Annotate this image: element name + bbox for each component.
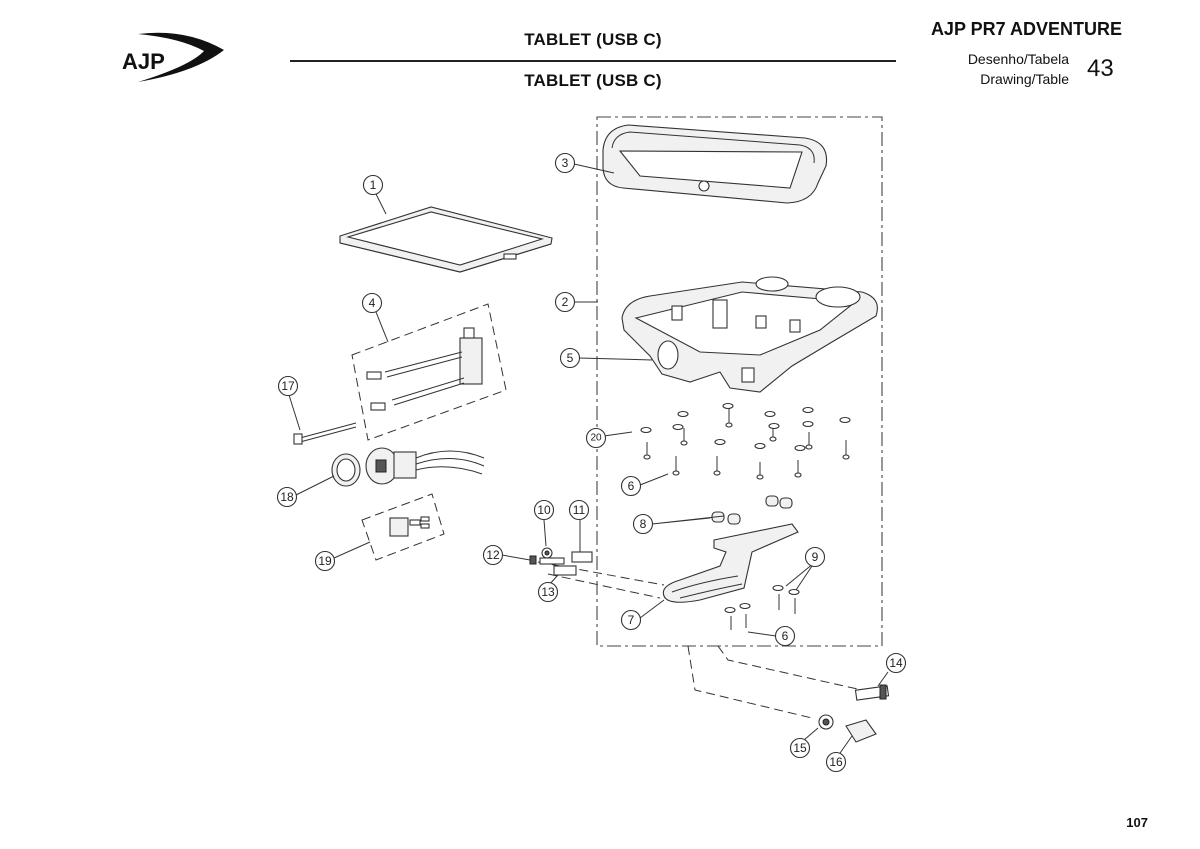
assembly-frame: [596, 116, 883, 647]
usb-cable-assembly-part: [351, 303, 507, 441]
connector-line-frame-15: [687, 645, 813, 719]
svg-text:1: 1: [370, 178, 377, 192]
screw-set-part: [640, 402, 851, 480]
svg-text:8: 8: [640, 517, 647, 531]
tablet-part: [339, 206, 553, 273]
callout-4: 4: [361, 292, 383, 314]
svg-text:20: 20: [590, 433, 602, 444]
callout-12: 12: [482, 544, 504, 566]
callout-11: 11: [568, 499, 590, 521]
bolt-part: [293, 422, 357, 445]
svg-text:12: 12: [486, 548, 500, 562]
callout-16: 16: [825, 751, 847, 773]
svg-text:3: 3: [562, 156, 569, 170]
svg-text:19: 19: [318, 554, 332, 568]
svg-text:2: 2: [562, 295, 569, 309]
callout-17: 17: [277, 375, 299, 397]
bezel-frame-part: [602, 124, 828, 204]
svg-text:9: 9: [812, 550, 819, 564]
svg-text:AJP: AJP: [122, 49, 165, 74]
svg-text:10: 10: [537, 503, 551, 517]
callout-9: 9: [804, 546, 826, 568]
leader-lines: [288, 163, 889, 757]
callout-8: 8: [632, 513, 654, 535]
connector-line-frame-14: [717, 645, 863, 691]
svg-text:11: 11: [573, 503, 586, 517]
callout-6a: 6: [620, 475, 642, 497]
callout-15: 15: [789, 737, 811, 759]
lower-screw-set-part: [724, 584, 800, 630]
pin-set-part: [529, 547, 593, 576]
usb-socket-part: [331, 447, 485, 487]
callout-6b: 6: [774, 625, 796, 647]
callout-1: 1: [362, 174, 384, 196]
base-housing-part: [621, 276, 878, 393]
drawing-label-pt: Desenho/Tabela: [967, 51, 1069, 67]
callout-20: 20: [585, 427, 607, 449]
page-subtitle: TABLET (USB C): [524, 71, 662, 90]
svg-text:13: 13: [541, 585, 555, 599]
title-divider: [290, 60, 896, 62]
drawing-number: 43: [1087, 55, 1114, 82]
svg-text:15: 15: [793, 741, 807, 755]
svg-text:7: 7: [628, 613, 635, 627]
model-name: AJP PR7 ADVENTURE: [930, 19, 1122, 39]
grommet-set-part: [711, 495, 793, 525]
svg-text:14: 14: [889, 656, 903, 670]
washer-tab-part: [818, 714, 877, 743]
callout-7: 7: [620, 609, 642, 631]
svg-text:18: 18: [280, 490, 294, 504]
svg-text:16: 16: [829, 755, 843, 769]
connector-plug-part: [361, 493, 445, 561]
callout-3: 3: [554, 152, 576, 174]
sleeve-part: [854, 684, 890, 701]
drawing-label-en: Drawing/Table: [980, 71, 1069, 87]
svg-text:4: 4: [369, 296, 376, 310]
connector-line-13-7: [547, 573, 661, 599]
callout-5: 5: [559, 347, 581, 369]
svg-text:17: 17: [281, 379, 295, 393]
mounting-bracket-part: [662, 523, 799, 603]
ajp-logo: AJP: [122, 32, 224, 82]
page-number: 107: [1126, 815, 1148, 830]
callout-14: 14: [885, 652, 907, 674]
callout-18: 18: [276, 486, 298, 508]
callout-2: 2: [554, 291, 576, 313]
svg-text:6: 6: [782, 629, 789, 643]
svg-text:6: 6: [628, 479, 635, 493]
page-title: TABLET (USB C): [524, 30, 662, 49]
callout-13: 13: [537, 581, 559, 603]
callout-10: 10: [533, 499, 555, 521]
svg-text:5: 5: [567, 351, 574, 365]
callout-19: 19: [314, 550, 336, 572]
